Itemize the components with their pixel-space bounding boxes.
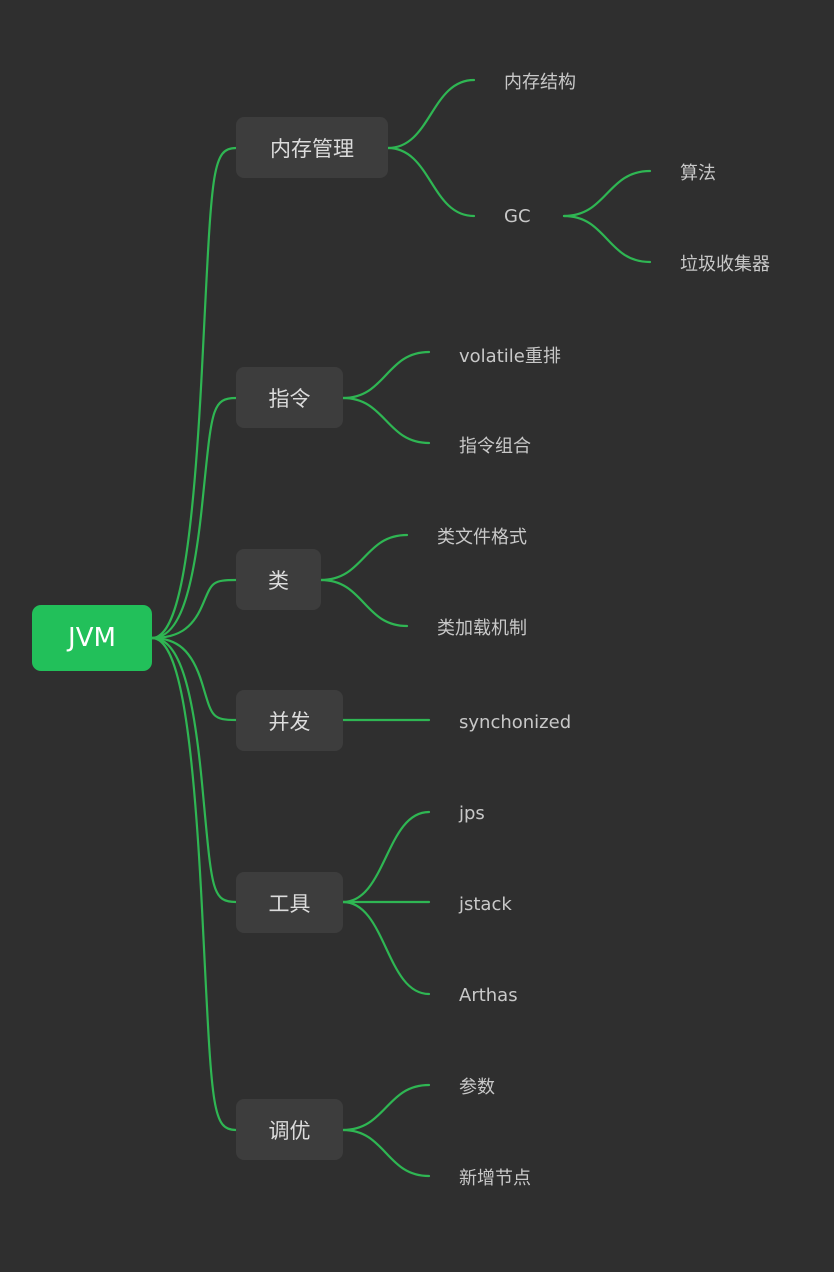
leaf-node-volatile-reorder[interactable]: volatile重排 [459,346,561,367]
leaf-node-new-node[interactable]: 新增节点 [459,1168,531,1189]
branch-node-instruction[interactable]: 指令 [236,367,343,428]
leaf-node-gc-algorithm[interactable]: 算法 [680,163,716,184]
edge-instruction-combination [341,396,431,445]
edge-gc-collector [562,214,652,264]
edge-tools-arthas [341,900,431,996]
edge-class-format [319,533,409,582]
edge-class-loading [319,578,409,628]
leaf-node-class-loading[interactable]: 类加载机制 [437,618,527,639]
edge-tuning-new [341,1128,431,1178]
leaf-node-parameters[interactable]: 参数 [459,1077,495,1098]
branch-node-class[interactable]: 类 [236,549,321,610]
edge-memory-gc [386,146,476,218]
edge-root-tuning [150,636,238,1132]
edge-root-instruction [150,396,238,640]
leaf-node-arthas[interactable]: Arthas [459,984,518,1006]
edge-memory-structure [386,78,476,150]
branch-node-memory-management[interactable]: 内存管理 [236,117,388,178]
edge-tuning-parameters [341,1083,431,1132]
edge-gc-algorithm [562,169,652,218]
edge-root-tools [150,636,238,904]
root-node-jvm[interactable]: JVM [32,605,152,671]
leaf-node-memory-structure[interactable]: 内存结构 [504,72,576,93]
leaf-node-garbage-collector[interactable]: 垃圾收集器 [680,254,770,275]
edge-root-class [150,578,238,640]
leaf-node-class-file-format[interactable]: 类文件格式 [437,527,527,548]
edge-tools-jps [341,810,431,904]
branch-node-tuning[interactable]: 调优 [236,1099,343,1160]
leaf-node-jstack[interactable]: jstack [459,893,512,915]
branch-node-tools[interactable]: 工具 [236,872,343,933]
edge-instruction-volatile [341,350,431,400]
leaf-node-synchronized[interactable]: synchonized [459,711,572,733]
edge-root-memory [150,146,238,640]
leaf-node-jps[interactable]: jps [459,802,485,824]
branch-node-concurrency[interactable]: 并发 [236,690,343,751]
leaf-node-instruction-combination[interactable]: 指令组合 [459,436,531,457]
leaf-node-gc[interactable]: GC [504,205,531,227]
edge-root-concurrency [150,636,238,722]
